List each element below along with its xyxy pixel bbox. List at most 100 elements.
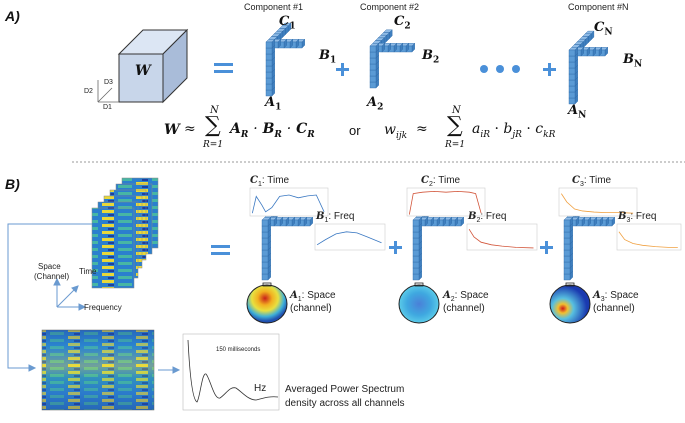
- formula-left-c-sub: R: [307, 129, 315, 140]
- scalp-map-2: [398, 282, 440, 324]
- a-comp1-b-letter: B: [319, 48, 330, 63]
- factor-lb-1-a9-front: [261, 273, 269, 281]
- formula-left-sigma-bottom: R=1: [203, 140, 224, 150]
- freq-plot-2: [466, 223, 538, 251]
- factor-lb-1-a2-front: [261, 231, 269, 239]
- formula-left-b-sub: R: [274, 129, 282, 140]
- b-comp3-c: C3: Time: [572, 175, 611, 188]
- formula-left-w: W: [164, 122, 180, 138]
- component-2-title: Component #2: [360, 2, 420, 12]
- b-comp1-b-letter: B: [316, 211, 325, 222]
- factor-lb-3-a7-front: [563, 261, 571, 269]
- a-comp1-c: C1: [279, 14, 296, 32]
- b-comp3-a: A3: Space: [593, 290, 639, 303]
- a-compn-b-sub: N: [634, 59, 643, 70]
- freq-plot-3-curve: [618, 231, 678, 248]
- a-comp2-c: C2: [394, 14, 411, 32]
- freq-plot-2-frame: [466, 223, 538, 251]
- factor-lb-3-a4-front: [563, 243, 571, 251]
- a-comp2-b-sub: 2: [433, 55, 440, 66]
- factor-lb-2-a4-front: [412, 243, 420, 251]
- factor-l-1-a5-front: [265, 71, 273, 79]
- formula-right-sigma-bottom: R=1: [445, 140, 466, 150]
- b-comp1-a-sub: 1: [297, 296, 302, 303]
- panel-a-equals: [214, 63, 233, 73]
- freq-plot-3: [616, 223, 682, 251]
- freq-plot-2-curve: [468, 228, 534, 249]
- axis-frequency-label: Frequency: [84, 303, 122, 312]
- formula-left-terms: AR · BR · CR: [230, 121, 315, 140]
- connector-lines: [7, 223, 181, 374]
- tensor-axes: [97, 80, 119, 103]
- b-comp1-a: A1: Space: [290, 290, 336, 303]
- factor-lb-3-a1-front: [563, 225, 571, 233]
- a-compn-a-sub: N: [578, 110, 587, 121]
- factor-l-2-a4-front: [369, 69, 377, 77]
- formula-or: or: [349, 123, 361, 138]
- a-compn-a: AN: [568, 103, 586, 121]
- axis-time-label: Time: [79, 267, 97, 276]
- b-comp3-b: B3: Freq: [618, 211, 656, 224]
- axis-d1: D1: [103, 104, 112, 111]
- formula-right-w: wijk: [384, 122, 407, 141]
- factor-l-n-a4-front: [568, 73, 576, 81]
- factor-l-n-a7-front: [568, 91, 576, 99]
- factor-lb-2-a9-front: [412, 273, 420, 281]
- b-comp1-b: B1: Freq: [316, 211, 354, 224]
- time-plot-2-curve: [408, 190, 482, 215]
- factor-l-2-a3-front: [369, 63, 377, 71]
- formula-left-approx: ≈: [184, 121, 196, 137]
- a-comp1-c-letter: C: [279, 14, 290, 29]
- panel-b-plus-2: [540, 241, 553, 254]
- factor-l-2-a1-front: [369, 51, 377, 59]
- factor-lb-1-a8-front: [261, 267, 269, 275]
- time-plot-3-frame: [558, 187, 638, 217]
- factor-l-2-a6-front: [369, 81, 377, 89]
- formula-right-approx: ≈: [416, 121, 428, 137]
- component-n-title: Component #N: [568, 2, 629, 12]
- a-compn-c-letter: C: [594, 20, 605, 35]
- a-comp1-a-letter: A: [265, 95, 276, 110]
- formula-left-dot-2: ·: [286, 121, 292, 137]
- formula-right-a: a: [472, 121, 481, 137]
- formula-right-sigma-top: N: [452, 105, 461, 116]
- factor-l-1-a0-front: [265, 41, 273, 49]
- formula-left-b: B: [262, 121, 275, 137]
- axis-d3: D3: [104, 79, 113, 86]
- time-plot-3-curve: [561, 193, 634, 214]
- a-compn-c: CN: [594, 20, 613, 38]
- a-compn-b: BN: [623, 52, 642, 70]
- b-comp3-b-text: : Freq: [630, 211, 657, 222]
- factor-lb-3-a2-front: [563, 231, 571, 239]
- factor-lb-2-a7-front: [412, 261, 420, 269]
- axis-d2: D2: [84, 88, 93, 95]
- spectrum-hz: Hz: [254, 383, 267, 394]
- formula-right-b: b: [503, 121, 513, 137]
- a-comp2-b-letter: B: [422, 48, 433, 63]
- formula-right-c: c: [535, 121, 544, 137]
- b-comp1-c-sub: 1: [257, 181, 262, 188]
- ellipsis-dots: [480, 65, 520, 73]
- factor-lb-3-a3-front: [563, 237, 571, 245]
- panel-b-label: B): [5, 176, 20, 192]
- factor-l-1-a2-front: [265, 53, 273, 61]
- b-comp1-a-text: : Space: [301, 290, 336, 301]
- b-comp3-c-sub: 3: [579, 181, 584, 188]
- b-comp2-a: A2: Space: [443, 290, 489, 303]
- factor-lb-2-a6-front: [412, 255, 420, 263]
- b-comp2-b-sub: 2: [476, 217, 481, 224]
- factor-l-n-a3-front: [568, 67, 576, 75]
- factor-l-n-a1-front: [568, 55, 576, 63]
- panel-a-plus-2: [543, 63, 556, 76]
- b-comp2-b: B2: Freq: [468, 211, 506, 224]
- factor-lb-2-a2-front: [412, 231, 420, 239]
- b-comp3-a-sub: 3: [600, 296, 605, 303]
- factor-l-2-a2-front: [369, 57, 377, 65]
- a-compn-b-letter: B: [623, 52, 634, 67]
- formula-right: wijk ≈ N ∑ R=1 aiR · bjR · ckR: [384, 105, 559, 159]
- factor-lb-1-a0-front: [261, 219, 269, 227]
- time-plot-1-frame: [249, 187, 329, 217]
- formula-right-a-sub: iR: [480, 129, 491, 140]
- b-comp3-c-text: : Time: [583, 175, 612, 186]
- factor-lb-2: [412, 203, 465, 281]
